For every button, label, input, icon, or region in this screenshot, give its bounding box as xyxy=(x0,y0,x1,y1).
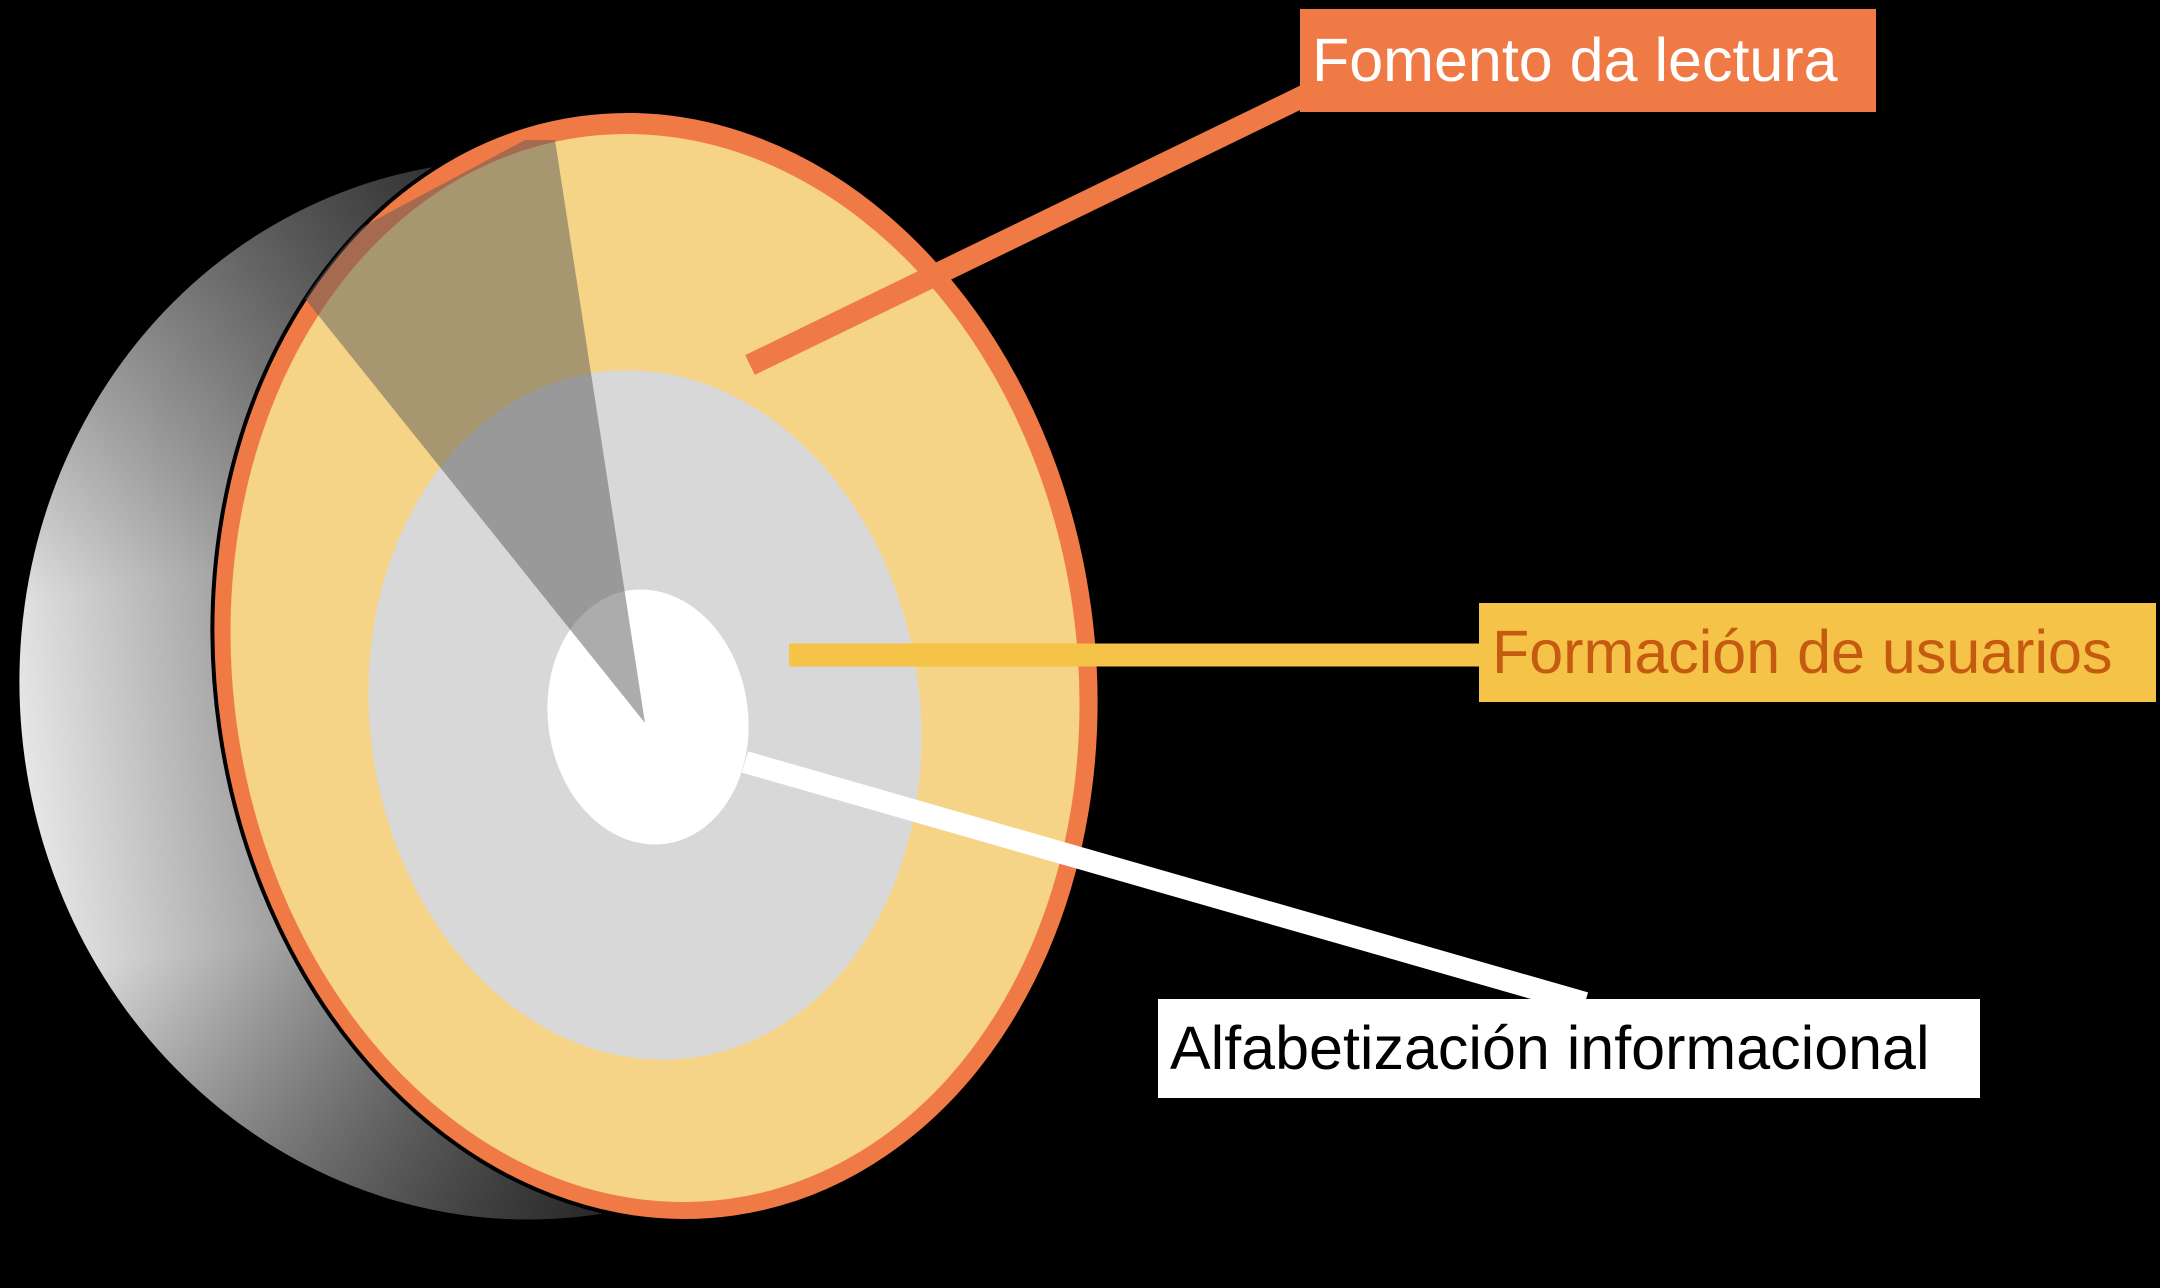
label-formacion-de-usuarios: Formación de usuarios xyxy=(1492,618,2113,686)
label-fomento-da-lectura: Fomento da lectura xyxy=(1312,26,1838,94)
cutaway-wedge xyxy=(282,140,645,723)
label-box-inner xyxy=(1158,999,1980,1098)
label-box-outer xyxy=(1300,9,1876,112)
label-alfabetizacion-informacional: Alfabetización informacional xyxy=(1170,1014,1930,1082)
label-box-middle xyxy=(1479,603,2156,702)
leader-line-inner xyxy=(741,751,1589,1014)
leader-line-outer xyxy=(745,83,1315,375)
